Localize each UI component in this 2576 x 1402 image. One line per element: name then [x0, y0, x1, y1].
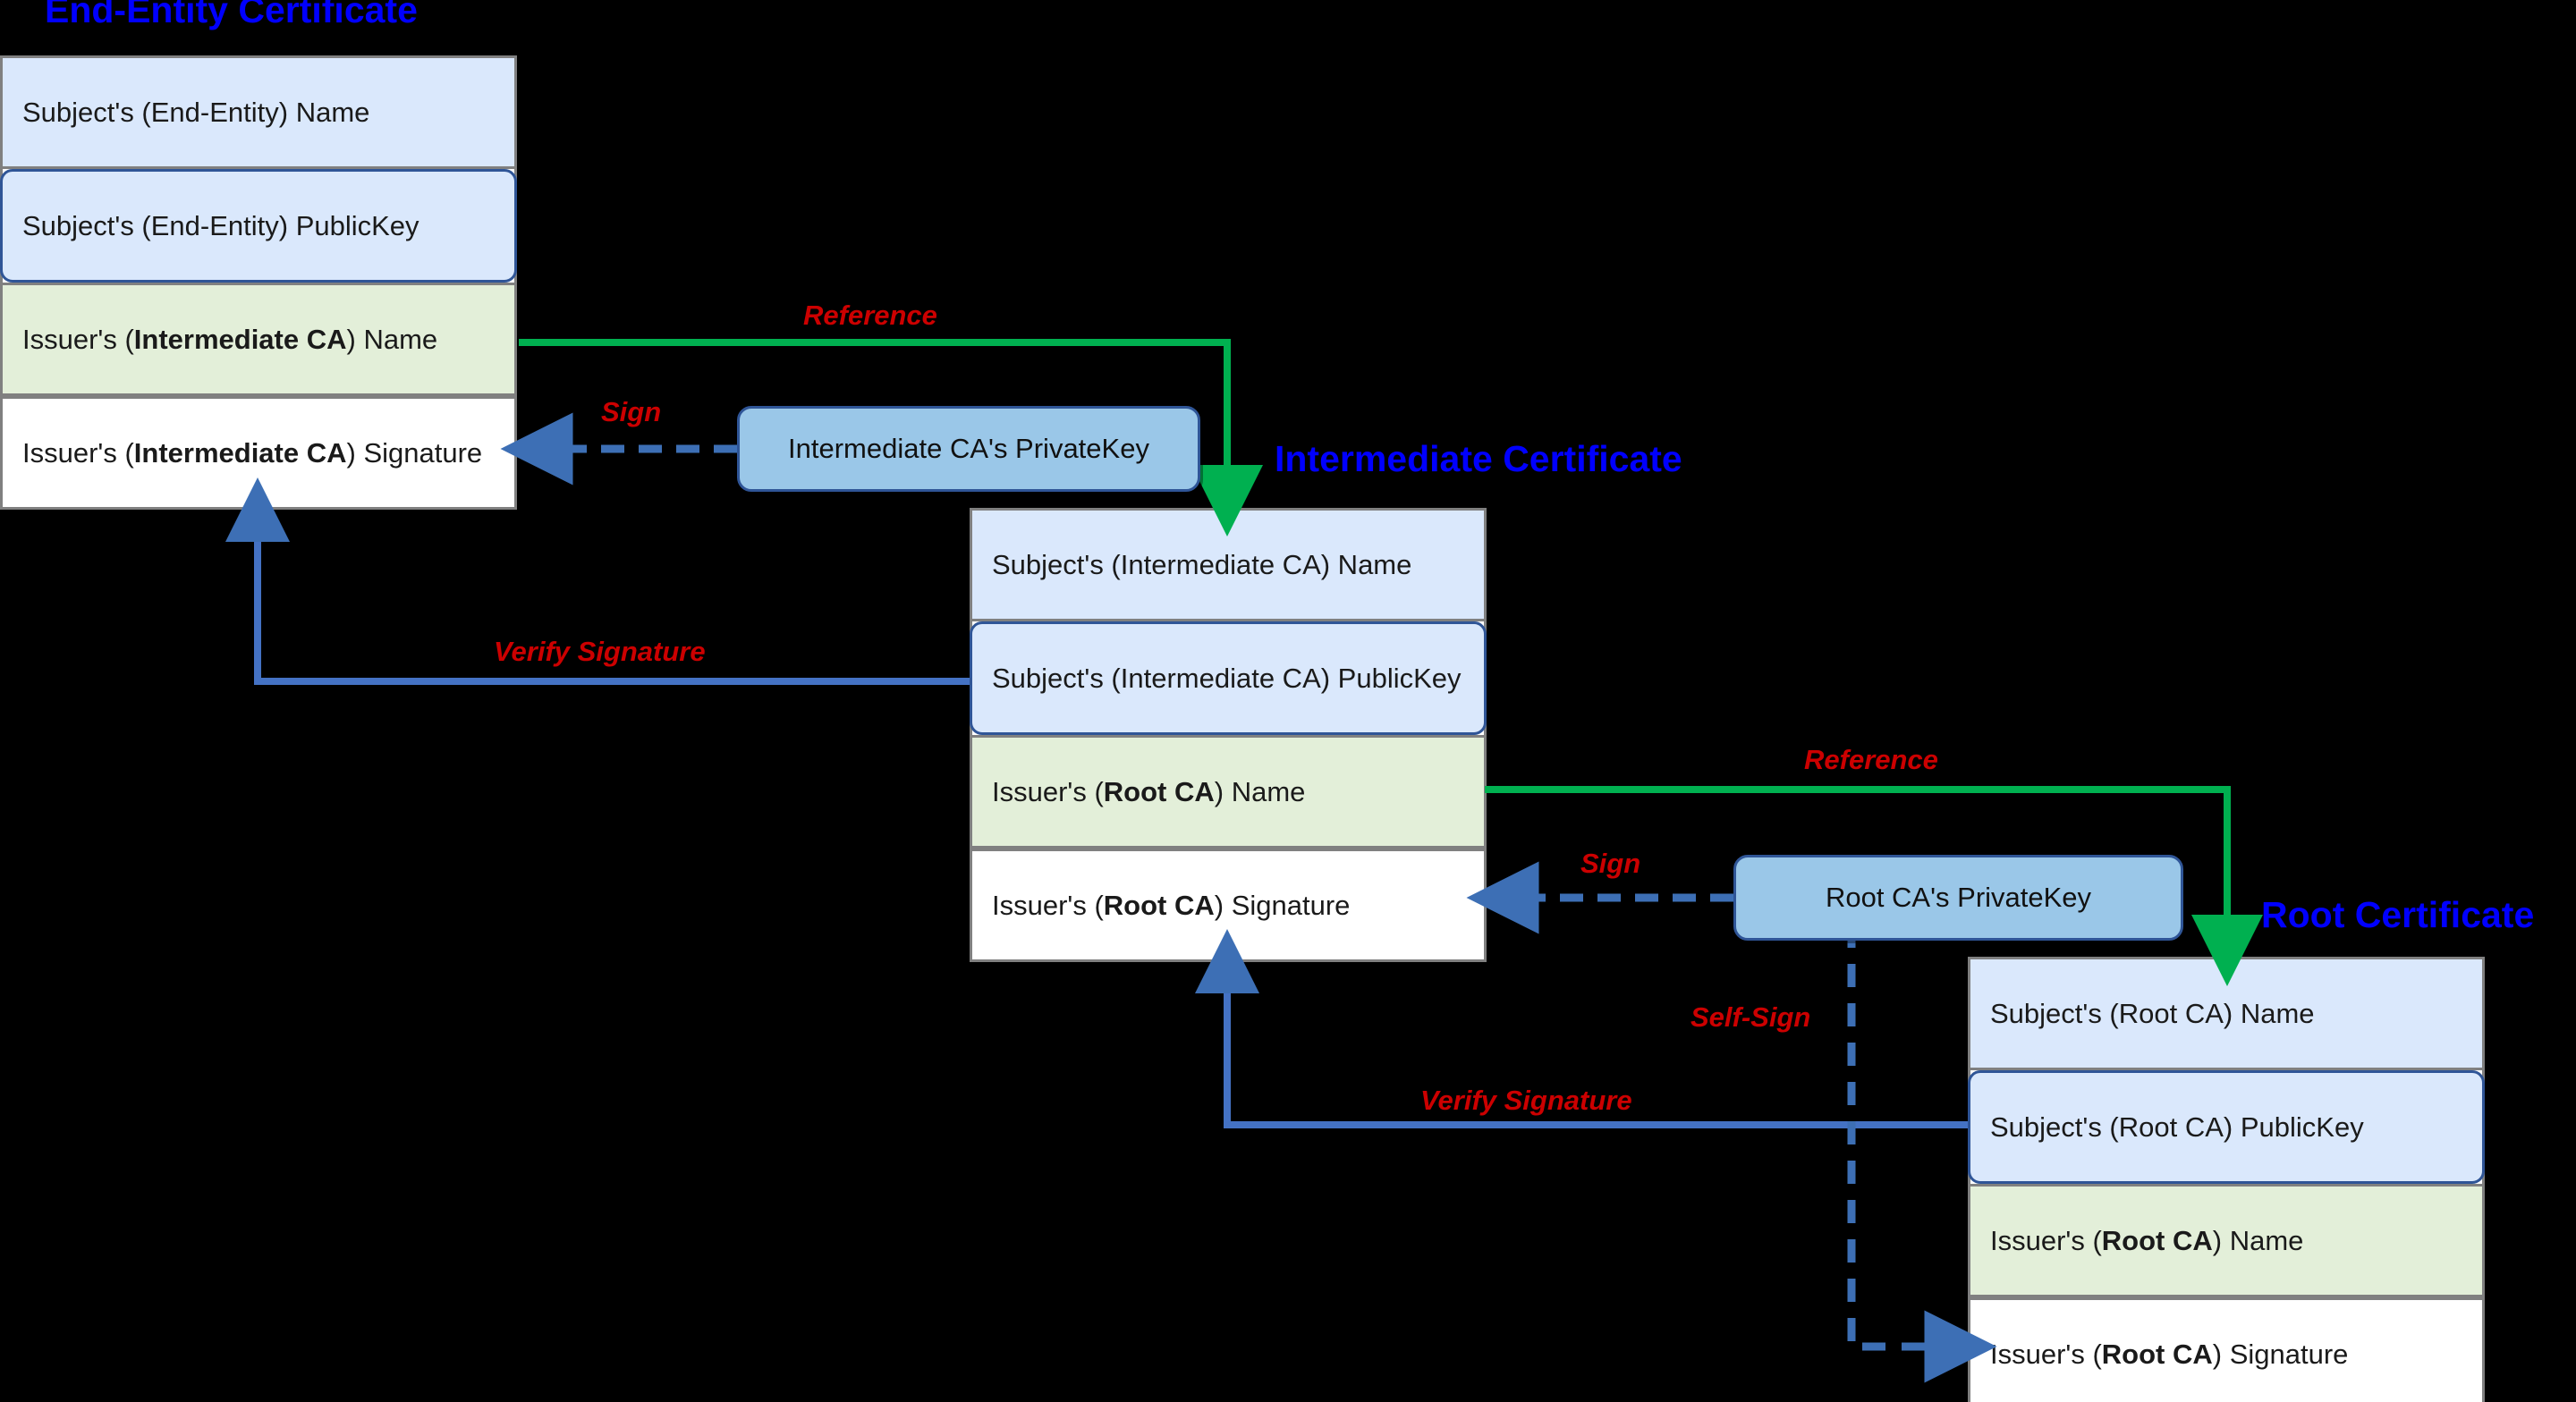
end-entity-issuer-signature-label: Issuer's (Intermediate CA) Signature: [22, 436, 483, 469]
self-sign-line: [1847, 925, 1997, 1383]
end-entity-subject-name-row[interactable]: Subject's (End-Entity) Name: [0, 55, 517, 169]
end-entity-issuer-name-label: Issuer's (Intermediate CA) Name: [22, 323, 438, 355]
root-ca-privatekey-box[interactable]: Root CA's PrivateKey: [1733, 855, 2183, 941]
root-issuer-signature-row[interactable]: Issuer's (Root CA) Signature: [1968, 1297, 2485, 1402]
verify-signature-label-upper: Verify Signature: [494, 636, 706, 667]
sign-label-upper: Sign: [601, 396, 662, 427]
end-entity-subject-publickey-label: Subject's (End-Entity) PublicKey: [22, 209, 419, 241]
end-entity-issuer-name-row[interactable]: Issuer's (Intermediate CA) Name: [0, 283, 517, 396]
root-issuer-name-row[interactable]: Issuer's (Root CA) Name: [1968, 1184, 2485, 1297]
end-entity-certificate-title: End-Entity Certificate: [45, 0, 418, 30]
intermediate-issuer-name-row[interactable]: Issuer's (Root CA) Name: [970, 735, 1487, 849]
end-entity-subject-publickey-row[interactable]: Subject's (End-Entity) PublicKey: [0, 169, 517, 283]
root-subject-name-row[interactable]: Subject's (Root CA) Name: [1968, 957, 2485, 1070]
intermediate-ca-privatekey-label: Intermediate CA's PrivateKey: [788, 433, 1149, 464]
root-subject-publickey-label: Subject's (Root CA) PublicKey: [1990, 1111, 2364, 1143]
root-issuer-name-label: Issuer's (Root CA) Name: [1990, 1224, 2304, 1256]
verify-signature-label-lower: Verify Signature: [1420, 1085, 1632, 1116]
root-certificate-title: Root Certificate: [2261, 894, 2535, 935]
intermediate-subject-name-row[interactable]: Subject's (Intermediate CA) Name: [970, 508, 1487, 621]
intermediate-issuer-signature-row[interactable]: Issuer's (Root CA) Signature: [970, 849, 1487, 962]
root-subject-publickey-row[interactable]: Subject's (Root CA) PublicKey: [1968, 1070, 2485, 1184]
end-entity-subject-name-label: Subject's (End-Entity) Name: [22, 96, 370, 128]
intermediate-certificate-title: Intermediate Certificate: [1275, 438, 1682, 479]
intermediate-subject-publickey-label: Subject's (Intermediate CA) PublicKey: [992, 662, 1462, 694]
intermediate-issuer-name-label: Issuer's (Root CA) Name: [992, 775, 1306, 807]
sign-label-lower: Sign: [1580, 848, 1641, 879]
intermediate-subject-publickey-row[interactable]: Subject's (Intermediate CA) PublicKey: [970, 621, 1487, 735]
root-ca-privatekey-label: Root CA's PrivateKey: [1825, 882, 2092, 913]
intermediate-issuer-signature-label: Issuer's (Root CA) Signature: [992, 889, 1351, 921]
reference-label-lower: Reference: [1804, 744, 1938, 775]
intermediate-ca-privatekey-box[interactable]: Intermediate CA's PrivateKey: [737, 406, 1200, 492]
reference-label-upper: Reference: [803, 300, 937, 331]
end-entity-issuer-signature-row[interactable]: Issuer's (Intermediate CA) Signature: [0, 396, 517, 510]
root-issuer-signature-label: Issuer's (Root CA) Signature: [1990, 1338, 2349, 1370]
root-subject-name-label: Subject's (Root CA) Name: [1990, 997, 2315, 1029]
intermediate-subject-name-label: Subject's (Intermediate CA) Name: [992, 548, 1412, 580]
self-sign-label: Self-Sign: [1690, 1001, 1811, 1033]
